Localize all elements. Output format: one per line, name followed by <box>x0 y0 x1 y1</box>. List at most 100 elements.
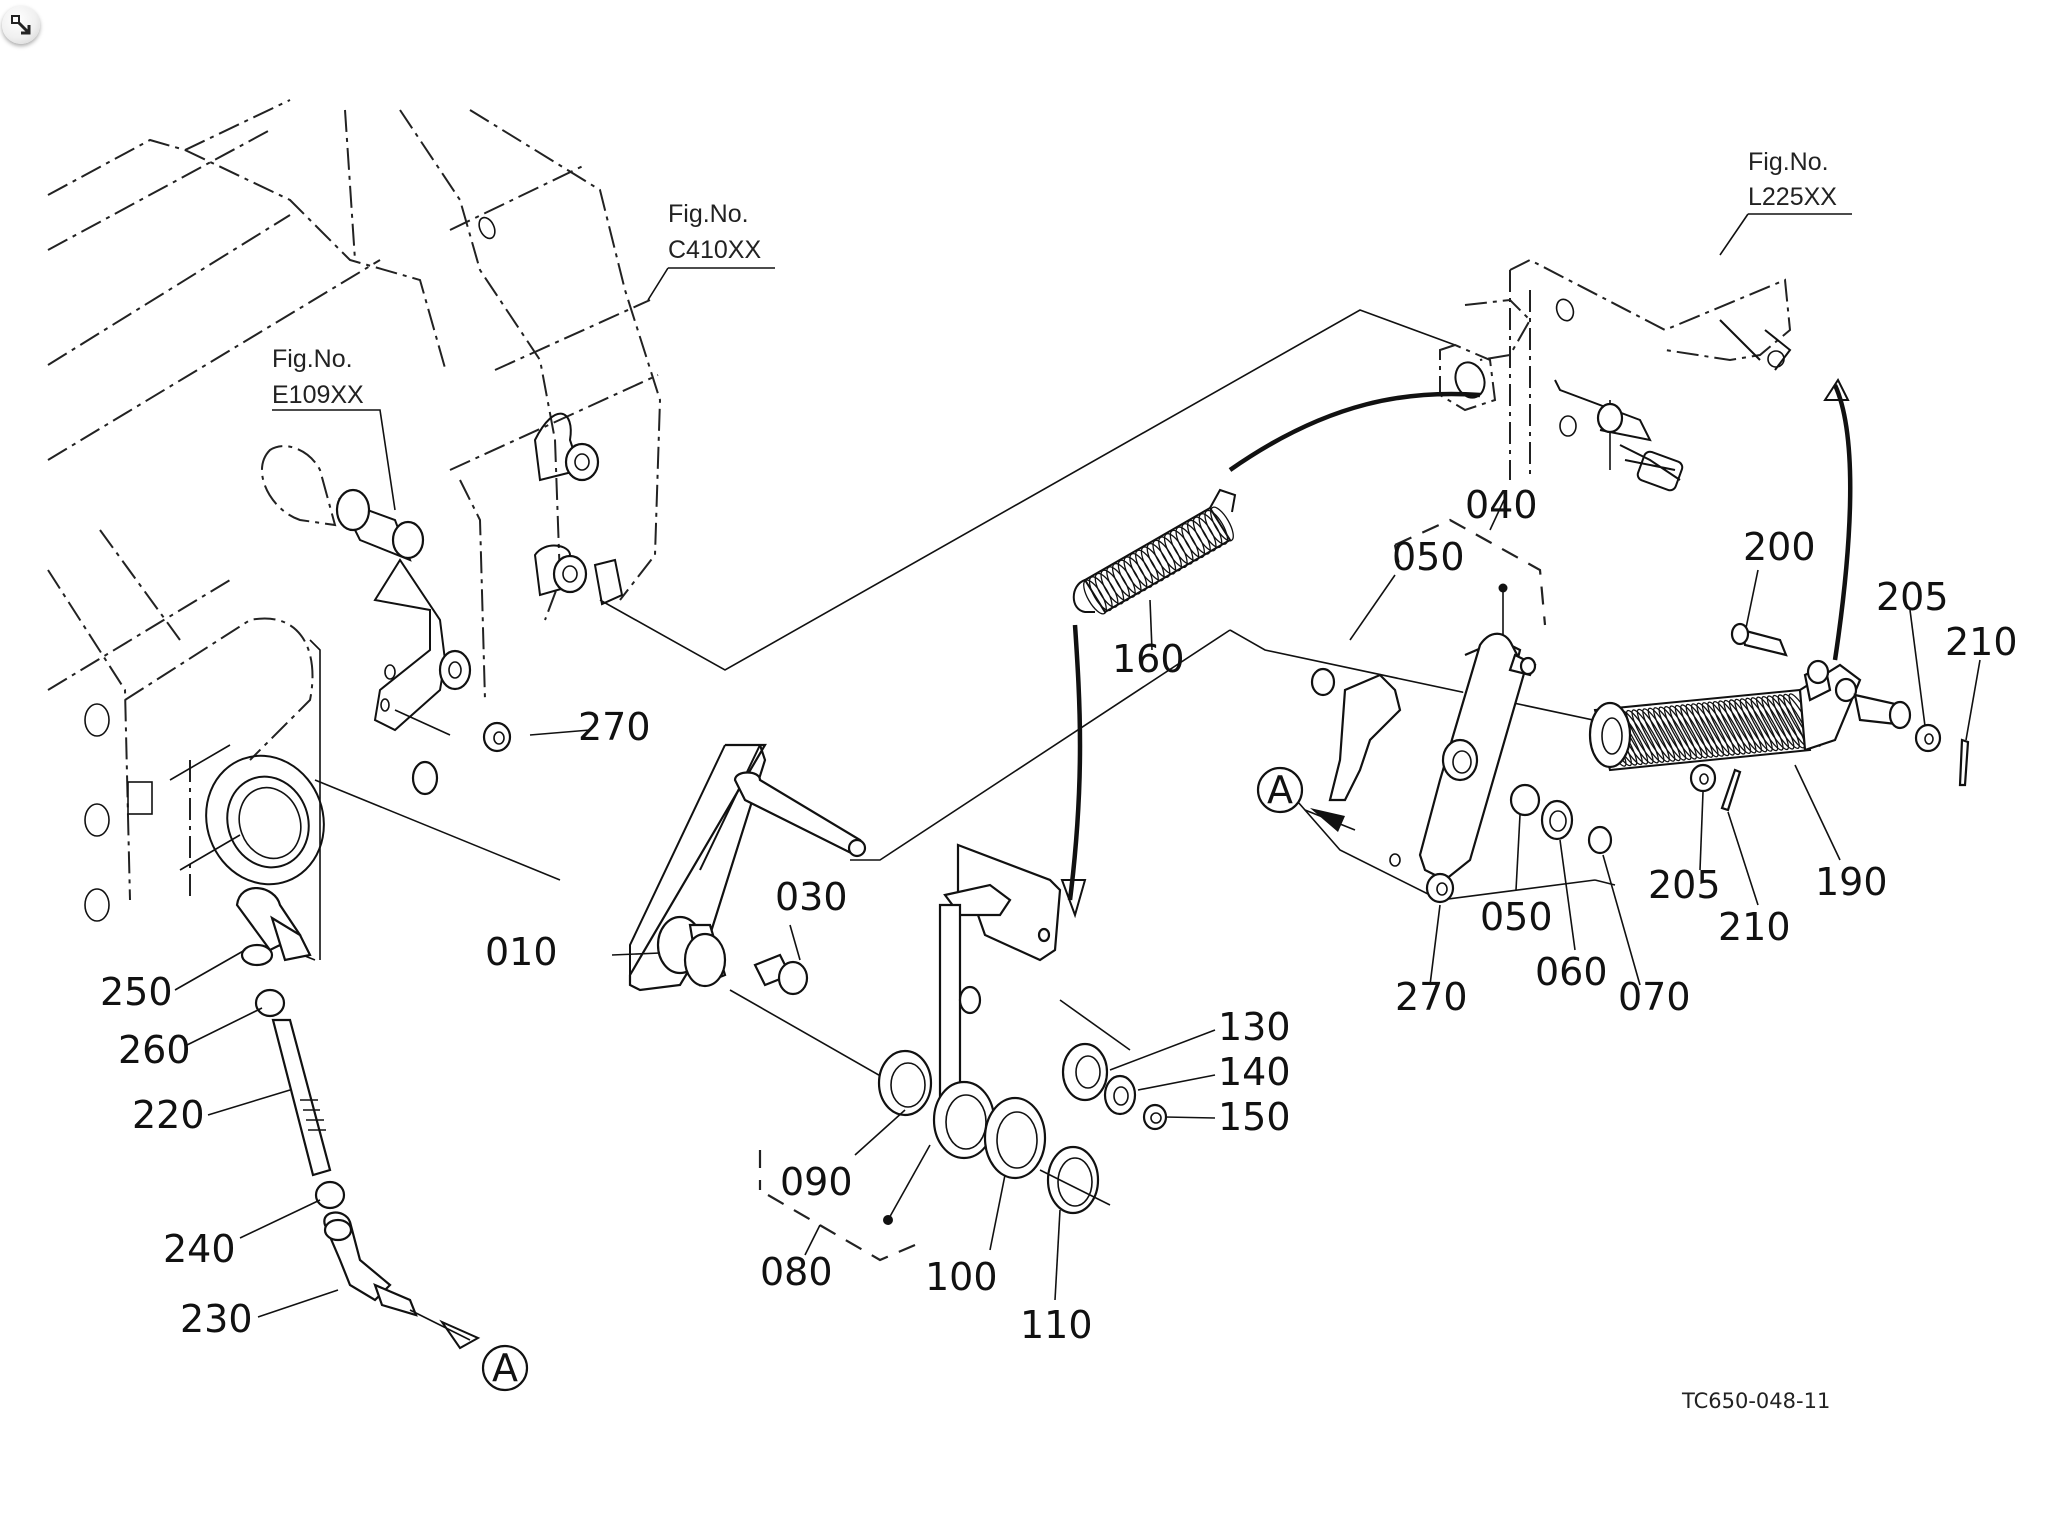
fig-ref-label: Fig.No. <box>668 200 749 228</box>
callout-240: 240 <box>163 1227 236 1271</box>
linkage-rod-assembly <box>235 887 481 1350</box>
spring-coil <box>1674 704 1708 759</box>
spring-coil <box>1728 699 1762 753</box>
callout-110: 110 <box>1020 1303 1093 1347</box>
spring-coil <box>1163 533 1188 569</box>
spring-coil <box>1690 703 1725 757</box>
return-spring <box>1072 488 1237 615</box>
transmission-housing <box>47 99 662 922</box>
bearing-130 <box>1061 1042 1109 1102</box>
spring-coil <box>1210 506 1234 542</box>
spring-coil <box>1745 697 1779 752</box>
spring-coil <box>1739 698 1773 752</box>
nut-150 <box>1142 1103 1168 1131</box>
spring-coil <box>1186 519 1211 555</box>
spring-coil <box>1631 709 1665 763</box>
spring-coil <box>1723 699 1757 754</box>
fig-ref-label: Fig.No. <box>272 345 353 373</box>
spring-coil <box>1658 706 1692 761</box>
spring-coil <box>1175 526 1200 562</box>
callout-220: 220 <box>132 1093 205 1137</box>
spring-coil <box>1158 536 1182 572</box>
spring-coil <box>1701 702 1735 756</box>
cotter-pin-210 <box>1720 738 1970 812</box>
pin-200 <box>1730 622 1788 657</box>
spring-coil <box>1146 543 1171 578</box>
expand-icon <box>11 15 31 35</box>
spring-coil <box>1117 559 1142 595</box>
figure-reference-c410: Fig.No. C410XX <box>647 200 775 301</box>
spring-coil <box>1198 513 1223 549</box>
callout-070: 070 <box>1618 975 1691 1019</box>
spring-coil <box>1669 705 1703 760</box>
fig-ref-number: C410XX <box>668 236 761 264</box>
spring-coil <box>1680 704 1714 758</box>
washer-205 <box>1689 723 1942 793</box>
spacer-050 <box>1509 783 1541 817</box>
bushing-090 <box>877 1049 933 1117</box>
spring-coil <box>1647 707 1681 762</box>
view-a-marker-left: A <box>481 1344 529 1392</box>
callout-leaders <box>174 499 1981 1318</box>
spring-coil <box>1135 549 1159 585</box>
tension-spring-190 <box>1588 659 1912 772</box>
figure-reference-e109: Fig.No. E109XX <box>272 345 396 511</box>
figure-reference-l225: Fig.No. L225XX <box>1719 148 1852 256</box>
spring-coil <box>1181 523 1206 559</box>
nut-270-left <box>482 721 512 753</box>
callout-060: 060 <box>1535 950 1608 994</box>
callout-270: 270 <box>578 705 651 749</box>
spring-coil <box>1123 556 1148 592</box>
nut-070 <box>1587 825 1613 855</box>
spring-coil <box>1663 705 1697 760</box>
fig-ref-number: L225XX <box>1748 183 1837 211</box>
spring-coil <box>1204 509 1229 545</box>
spring-coil <box>1169 529 1194 565</box>
seal-100 <box>983 1096 1047 1180</box>
callout-080: 080 <box>760 1250 833 1294</box>
spring-coil <box>1696 702 1730 757</box>
spring-coil <box>1106 566 1131 602</box>
spring-coil <box>1653 707 1687 761</box>
assembly-bracket-080 <box>758 1150 916 1262</box>
callout-190: 190 <box>1815 860 1888 904</box>
callout-150: 150 <box>1218 1095 1291 1139</box>
fig-ref-number: E109XX <box>272 381 364 409</box>
callout-140: 140 <box>1218 1050 1291 1094</box>
spring-coil <box>1083 579 1107 615</box>
spring-coil <box>1100 569 1125 605</box>
callout-160: 160 <box>1112 637 1185 681</box>
callout-270: 270 <box>1395 975 1468 1019</box>
drawing-code: TC650-048-11 <box>1681 1389 1830 1413</box>
spring-coil <box>1685 703 1719 758</box>
lever-arm-080 <box>883 843 1062 1225</box>
spring-coil <box>1734 698 1768 753</box>
callout-050: 050 <box>1392 535 1465 579</box>
control-cables <box>1060 377 1853 919</box>
spring-coil <box>1111 562 1136 598</box>
spring-coil <box>1707 701 1741 756</box>
expand-view-button[interactable] <box>2 6 40 44</box>
spring-coil <box>1636 708 1670 763</box>
spring-coil <box>1094 572 1119 608</box>
callout-205: 205 <box>1876 575 1949 619</box>
callout-250: 250 <box>100 970 173 1014</box>
view-a-label: A <box>492 1346 518 1390</box>
callout-090: 090 <box>780 1160 853 1204</box>
spring-coil <box>1712 700 1746 755</box>
fig-ref-label: Fig.No. <box>1748 148 1829 176</box>
callout-010: 010 <box>485 930 558 974</box>
callout-040: 040 <box>1465 483 1538 527</box>
callout-100: 100 <box>925 1255 998 1299</box>
spring-coil <box>1761 695 1795 750</box>
washer-140 <box>1103 1074 1137 1116</box>
callout-210: 210 <box>1718 905 1791 949</box>
throttle-lever-040 <box>1310 518 1547 882</box>
callout-260: 260 <box>118 1028 191 1072</box>
spring-coil <box>1129 552 1154 588</box>
callout-050: 050 <box>1480 895 1553 939</box>
spring-coil <box>1192 516 1217 552</box>
view-a-marker-right: A <box>1256 766 1356 832</box>
spring-coil <box>1718 700 1752 755</box>
